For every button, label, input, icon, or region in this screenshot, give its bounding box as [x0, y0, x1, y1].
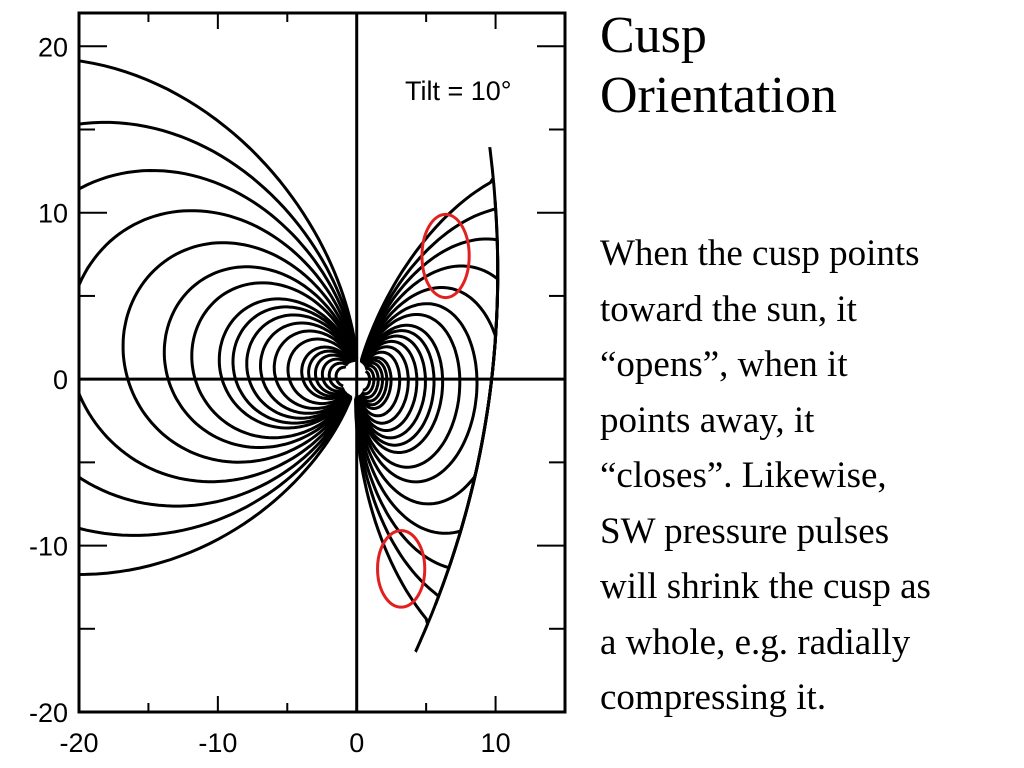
body-line: “opens”, when it	[600, 344, 848, 385]
field-line	[356, 334, 427, 440]
field-line	[286, 337, 354, 406]
body-line: compressing it.	[600, 677, 827, 718]
field-line	[79, 209, 358, 484]
field-line	[358, 358, 389, 407]
body-line: points away, it	[600, 399, 815, 441]
y-tick-label: 0	[53, 365, 68, 395]
field-line-plot: -20 -10 0 10 20 10 0 -10 -20 Tilt = 10°	[29, 11, 567, 758]
field-line	[334, 365, 347, 388]
x-tick-label: -20	[59, 728, 98, 758]
field-line	[355, 313, 462, 469]
body-line: SW pressure pulses	[600, 510, 890, 552]
body-line: a whole, e.g. radially	[600, 621, 911, 663]
field-line	[272, 329, 355, 410]
field-line	[360, 366, 376, 396]
body-line: toward the sun, it	[600, 288, 857, 330]
field-line	[231, 305, 356, 425]
slide-title: Cusp Orientation	[600, 6, 1010, 126]
field-line	[354, 147, 500, 653]
field-line	[314, 353, 351, 396]
field-line	[355, 323, 445, 454]
body-line: When the cusp points	[600, 233, 920, 274]
title-line-2: Orientation	[600, 67, 837, 124]
field-line	[355, 302, 479, 484]
field-line	[121, 241, 357, 464]
field-line	[357, 350, 402, 418]
slide-body-text: When the cusp points toward the sun, it …	[600, 226, 1020, 726]
field-line	[356, 345, 410, 425]
y-tick-label: 10	[38, 199, 68, 229]
x-tick-label: 10	[481, 728, 511, 758]
axes-lines	[79, 13, 565, 712]
field-lines	[79, 59, 500, 653]
body-line: will shrink the cusp as	[600, 566, 931, 607]
field-line	[362, 369, 372, 392]
field-line	[79, 59, 359, 576]
cusp-highlight-ellipse	[376, 529, 427, 609]
field-line	[358, 361, 384, 403]
field-line	[359, 364, 380, 399]
field-line	[79, 168, 358, 508]
field-line	[327, 361, 349, 391]
y-tick-label: 20	[38, 32, 68, 62]
ticks	[78, 13, 566, 713]
tilt-annotation: Tilt = 10°	[405, 76, 512, 106]
tick-labels: -20 -10 0 10 20 10 0 -10 -20	[29, 32, 511, 758]
field-line	[356, 339, 419, 432]
field-line	[162, 265, 357, 449]
x-tick-label: -10	[198, 728, 237, 758]
field-line	[320, 357, 351, 393]
highlights	[376, 212, 471, 609]
field-line	[217, 297, 356, 430]
field-line	[245, 313, 355, 420]
field-line	[300, 345, 353, 401]
plot-svg: -20 -10 0 10 20 10 0 -10 -20 Tilt = 10°	[29, 11, 567, 758]
field-line	[259, 321, 355, 415]
body-line: “closes”. Likewise,	[600, 455, 887, 496]
title-line-1: Cusp	[600, 7, 707, 64]
y-tick-label: -10	[29, 532, 68, 562]
cusp-highlight-ellipse	[420, 212, 471, 300]
x-tick-label: 0	[349, 728, 364, 758]
field-line	[357, 356, 393, 410]
y-tick-label: -20	[29, 698, 68, 728]
field-line	[79, 120, 358, 537]
field-line	[307, 349, 352, 398]
field-line	[190, 281, 356, 440]
field-line	[355, 329, 436, 447]
